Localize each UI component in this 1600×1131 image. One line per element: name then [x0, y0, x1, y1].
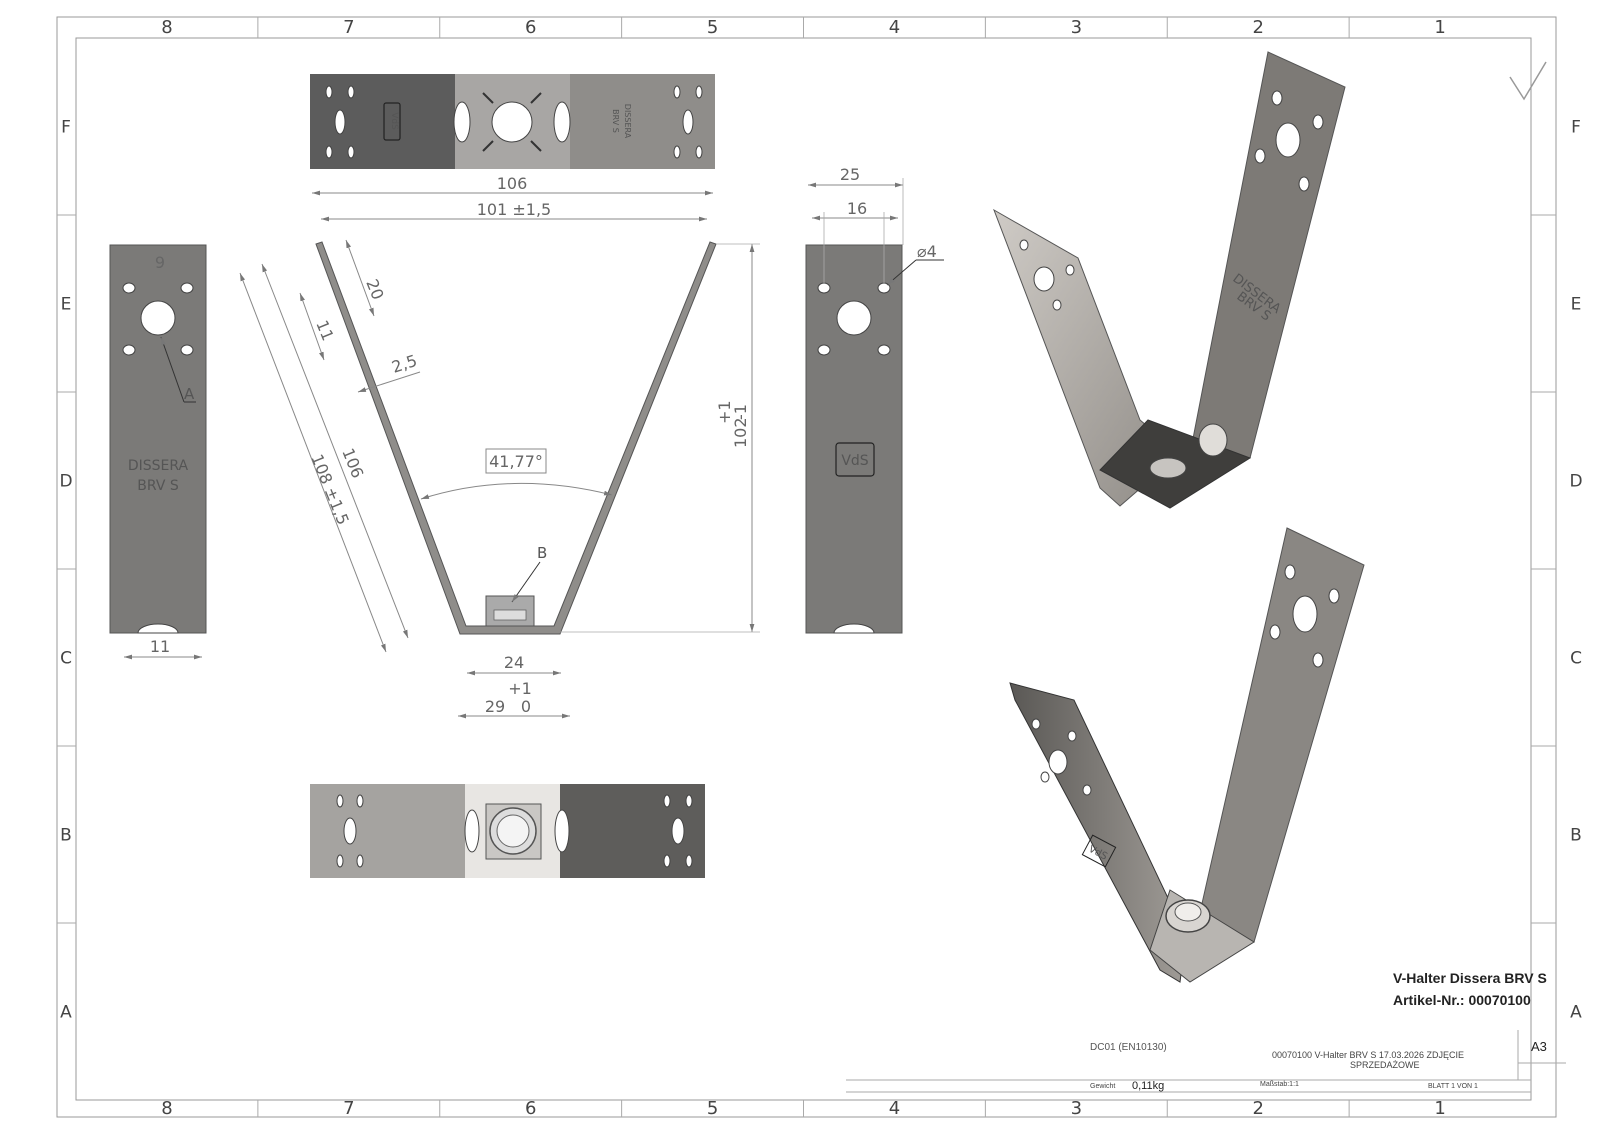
left-view-brand-text: DISSERA: [128, 458, 189, 474]
dimension-hole-diameter: ⌀4: [886, 242, 944, 286]
callout-b-text: B: [537, 544, 547, 562]
callout-b: B: [511, 544, 547, 603]
title-block-page: BLATT 1 VON 1: [1428, 1083, 1478, 1090]
front-v-profile: [315, 241, 717, 635]
border-column-labels-bottom: 8 7 6 5 4 3 2 1: [161, 1098, 1446, 1119]
border-column-label: 1: [1434, 1098, 1445, 1119]
border-row-label: A: [60, 1003, 72, 1023]
border-column-label: 4: [889, 1098, 900, 1119]
border-row-label: D: [59, 472, 72, 492]
border-column-label: 8: [161, 17, 172, 38]
border-column-label: 2: [1252, 17, 1263, 38]
title-block-sheet-size: A3: [1531, 1039, 1547, 1054]
dim-25-text: 25: [840, 165, 860, 184]
dimension-11-side: 11: [299, 292, 338, 361]
dim-24-text: 24: [504, 653, 524, 672]
title-block-filename-2: SPRZEDAŻOWE: [1350, 1060, 1420, 1070]
title-block-frame: [846, 1030, 1566, 1093]
dimension-angle: 41,77°: [420, 448, 613, 500]
dim-2-5-text: 2,5: [389, 351, 419, 377]
border-column-label: 6: [525, 1098, 536, 1119]
border-column-label: 7: [343, 1098, 354, 1119]
dim-hole-diameter-text: ⌀4: [917, 242, 937, 261]
dimension-102: 102 +1 -1: [560, 243, 760, 633]
title-block-weight-label: Gewicht: [1090, 1083, 1116, 1090]
dim-106-side-text: 106: [338, 445, 367, 480]
dimension-24: 24: [467, 653, 561, 676]
border-column-label: 2: [1252, 1098, 1263, 1119]
top-view-brand-label: DISSERA: [623, 104, 632, 139]
dim-20-text: 20: [362, 276, 387, 302]
dimension-25: 25: [808, 165, 904, 245]
border-column-label: 4: [889, 17, 900, 38]
right-view-vds-text: VdS: [841, 453, 868, 469]
border-row-labels-right: F E D C B A: [1569, 118, 1582, 1023]
border-column-label: 5: [707, 1098, 718, 1119]
border-column-label: 8: [161, 1098, 172, 1119]
dimension-101: 101 ±1,5: [321, 200, 707, 222]
border-row-label: F: [61, 118, 71, 138]
left-view-model-text: BRV S: [137, 478, 179, 494]
border-row-label: A: [1570, 1003, 1582, 1023]
border-column-label: 3: [1071, 1098, 1082, 1119]
dim-101-text: 101 ±1,5: [477, 200, 551, 219]
top-view-vds-label: VdS: [389, 112, 399, 130]
dim-16-text: 16: [847, 199, 867, 218]
dimension-106-side: 106: [261, 263, 409, 639]
title-block-scale: Maßstab:1:1: [1260, 1081, 1299, 1088]
callout-a-text: A: [184, 385, 195, 403]
left-side-view: DISSERA BRV S 9: [109, 244, 207, 634]
dimension-20: 20: [345, 239, 388, 317]
border-row-label: E: [61, 295, 72, 315]
title-block-title: V-Halter Dissera BRV S: [1393, 970, 1547, 986]
callout-a: A: [160, 336, 196, 403]
dim-102-tol-minus: -1: [731, 404, 750, 420]
dim-29-tol-plus: +1: [508, 679, 532, 698]
dimension-16: 16: [812, 199, 898, 283]
dim-102-text: 102: [731, 417, 750, 448]
border-row-label: E: [1571, 295, 1582, 315]
border-zone-ticks: [57, 17, 1556, 1117]
border-row-label: C: [1570, 649, 1582, 669]
title-block-article: Artikel-Nr.: 00070100: [1393, 992, 1531, 1008]
dim-11-side-text: 11: [312, 317, 337, 343]
dim-11-bottom-text: 11: [150, 637, 170, 656]
title-block-filename-1: 00070100 V-Halter BRV S 17.03.2026 ZDJĘC…: [1272, 1050, 1464, 1060]
isometric-view-lower: VdS: [1009, 527, 1365, 983]
dim-29-tol-zero: 0: [521, 697, 531, 716]
title-block-weight-value: 0,11kg: [1132, 1080, 1165, 1092]
top-view-model-label: BRV S: [611, 109, 620, 133]
top-view: VdS DISSERA BRV S: [310, 74, 715, 169]
dimension-106-top: 106: [312, 174, 713, 196]
border-column-label: 6: [525, 17, 536, 38]
dim-102-tol-plus: +1: [715, 400, 734, 424]
border-row-label: D: [1569, 472, 1582, 492]
border-row-label: B: [60, 826, 72, 846]
dim-29-text: 29: [485, 697, 505, 716]
border-row-label: B: [1570, 826, 1582, 846]
border-column-label: 7: [343, 17, 354, 38]
border-column-label: 3: [1071, 17, 1082, 38]
right-side-view: VdS: [805, 244, 903, 634]
title-block-material: DC01 (EN10130): [1090, 1042, 1167, 1053]
dimension-29: 29 +1 0: [458, 679, 570, 719]
isometric-view-upper: DISSERA BRV S: [993, 51, 1346, 509]
border-column-labels-top: 8 7 6 5 4 3 2 1: [161, 17, 1446, 38]
check-mark-icon: [1509, 61, 1547, 101]
dimension-11-bottom: 11: [124, 637, 202, 660]
dim-angle-text: 41,77°: [489, 452, 543, 471]
border-row-label: F: [1571, 118, 1581, 138]
border-row-labels-left: F E D C B A: [59, 118, 72, 1023]
dim-9-text: 9: [155, 253, 165, 272]
dim-106-top-text: 106: [497, 174, 528, 193]
bottom-view: [310, 784, 705, 878]
border-column-label: 1: [1434, 17, 1445, 38]
border-row-label: C: [60, 649, 72, 669]
border-column-label: 5: [707, 17, 718, 38]
